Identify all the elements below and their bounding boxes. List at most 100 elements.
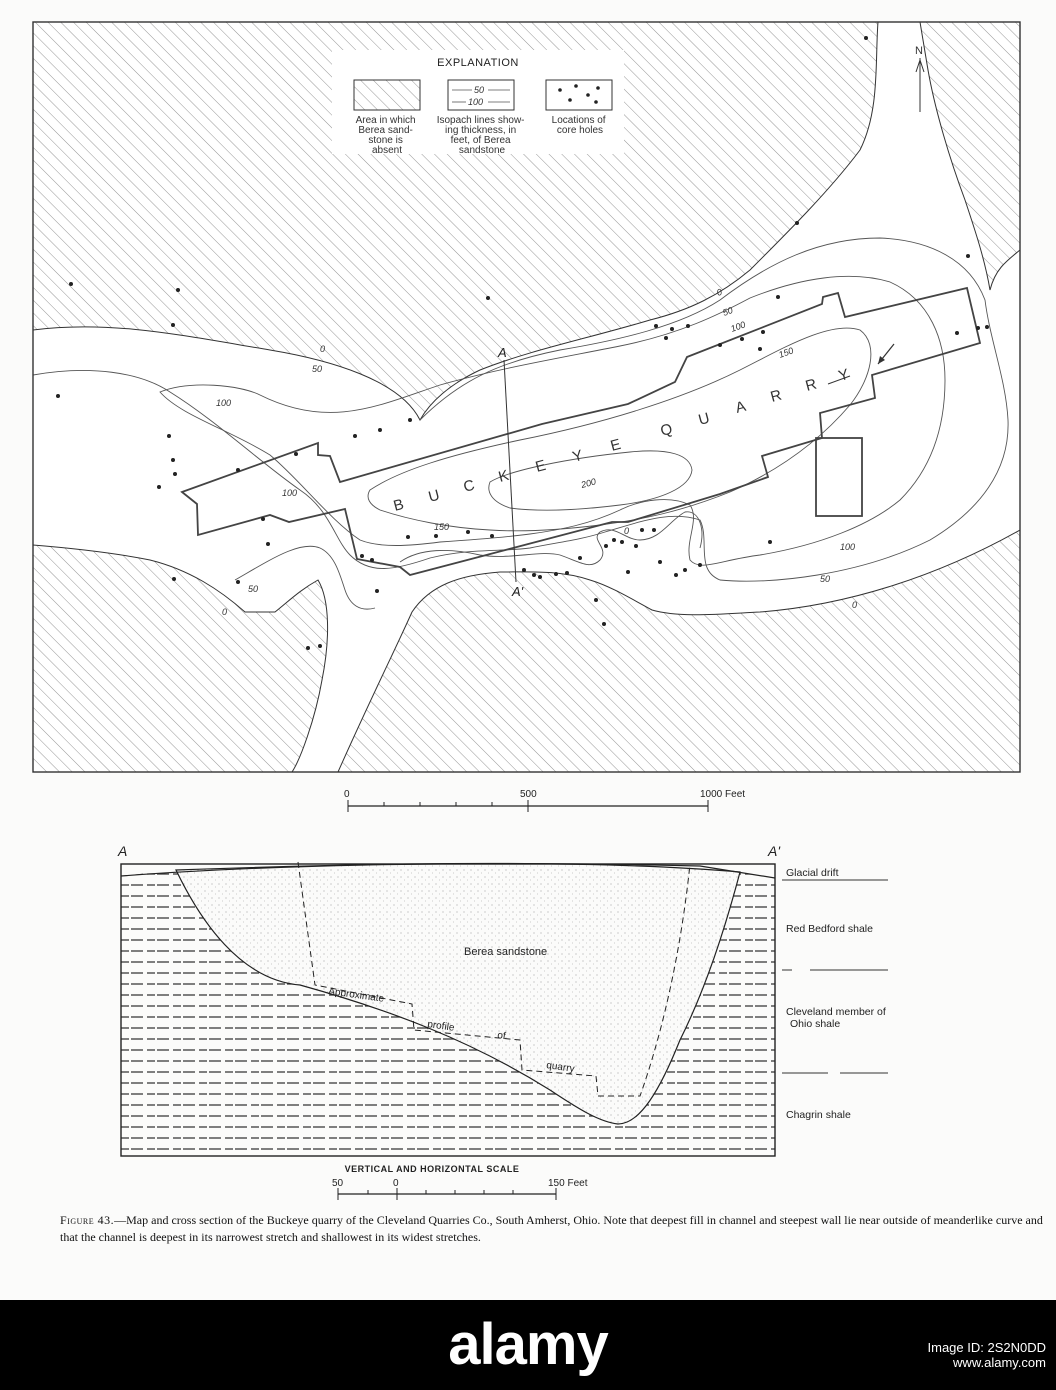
isopach-label: 150 bbox=[777, 345, 795, 360]
isopach-label: 0 bbox=[715, 287, 723, 298]
core-hole-dot bbox=[658, 560, 662, 564]
core-hole-dot bbox=[758, 347, 762, 351]
section-marker-a: A bbox=[497, 345, 507, 360]
quarry-letter: C bbox=[462, 476, 479, 496]
core-hole-dot bbox=[718, 343, 722, 347]
core-hole-dot bbox=[698, 563, 702, 567]
core-hole-dot bbox=[318, 644, 322, 648]
caption-figure-number: Figure 43. bbox=[60, 1213, 115, 1227]
watermark-banner bbox=[0, 1300, 1056, 1390]
section-scale-title: VERTICAL AND HORIZONTAL SCALE bbox=[345, 1164, 520, 1174]
legend-absent-line: stone is bbox=[368, 135, 402, 146]
watermark-site: www.alamy.com bbox=[953, 1355, 1046, 1370]
caption-text: —Map and cross section of the Buckeye qu… bbox=[60, 1213, 1043, 1244]
profile-word: quarry bbox=[546, 1060, 576, 1075]
core-hole-dot bbox=[626, 570, 630, 574]
section-scale-tick: 0 bbox=[393, 1178, 399, 1189]
section-end-label: A' bbox=[767, 843, 781, 859]
legend-core-line: Locations of bbox=[552, 115, 606, 126]
quarry-letter: U bbox=[697, 409, 714, 429]
core-hole-dot bbox=[486, 296, 490, 300]
isopach-value-labels: 0 50 100 150 200 0 50 100 150 0 50 100 0… bbox=[216, 287, 857, 617]
section-scale-tick: 50 bbox=[332, 1178, 344, 1189]
unit-label: Chagrin shale bbox=[786, 1109, 851, 1121]
quarry-letter: U bbox=[427, 486, 444, 506]
legend-core-text: Locations of core holes bbox=[552, 115, 609, 136]
isopach-lines bbox=[33, 237, 1009, 610]
core-hole-dot bbox=[976, 326, 980, 330]
figure-svg: 0 50 100 150 200 0 50 100 150 0 50 100 0… bbox=[32, 21, 1021, 1200]
core-hole-dot bbox=[360, 554, 364, 558]
core-hole-dot bbox=[378, 428, 382, 432]
core-hole-dot bbox=[171, 323, 175, 327]
core-hole-dot bbox=[306, 646, 310, 650]
watermark-brand: alamy bbox=[448, 1312, 608, 1377]
isopach-label: 100 bbox=[282, 488, 297, 498]
core-hole-dot bbox=[375, 589, 379, 593]
profile-word: of bbox=[497, 1030, 507, 1042]
flow-arrow-small bbox=[827, 375, 851, 385]
core-hole-dot bbox=[261, 517, 265, 521]
legend-isopach-text: Isopach lines show- ing thickness, in fe… bbox=[437, 115, 528, 156]
flow-arrowhead bbox=[878, 356, 885, 364]
quarry-letter: A bbox=[734, 397, 750, 417]
map-scale-tick: 500 bbox=[520, 789, 537, 800]
core-hole-dot bbox=[761, 330, 765, 334]
core-hole-dot bbox=[370, 558, 374, 562]
legend-isopach-50: 50 bbox=[474, 85, 484, 95]
core-hole-dot bbox=[578, 556, 582, 560]
map-scale-tick: 0 bbox=[344, 789, 350, 800]
core-hole-dot bbox=[173, 472, 177, 476]
core-hole-dot bbox=[670, 327, 674, 331]
core-hole-dot bbox=[985, 325, 989, 329]
legend-isopach-line: sandstone bbox=[459, 145, 506, 156]
quarry-letter: R bbox=[769, 386, 786, 406]
core-hole-dot bbox=[620, 540, 624, 544]
core-hole-dot bbox=[434, 534, 438, 538]
core-holes bbox=[56, 36, 989, 650]
quarry-name-letters: B U C K E Y E Q U A R R Y bbox=[392, 365, 853, 515]
core-hole-dot bbox=[740, 337, 744, 341]
legend-core-line: core holes bbox=[557, 125, 603, 136]
legend-absent-line: Berea sand- bbox=[358, 125, 412, 136]
legend-title: EXPLANATION bbox=[437, 57, 519, 69]
isopach-label: 0 bbox=[222, 607, 227, 617]
legend-isopach-line: ing thickness, in bbox=[445, 125, 516, 136]
isopach-label: 100 bbox=[840, 542, 855, 552]
core-hole-dot bbox=[955, 331, 959, 335]
legend-absent-line: absent bbox=[372, 145, 402, 156]
figure-plate: 0 50 100 150 200 0 50 100 150 0 50 100 0… bbox=[32, 21, 1043, 1244]
core-hole-dot bbox=[538, 575, 542, 579]
core-hole-dot bbox=[652, 528, 656, 532]
core-hole-dot bbox=[69, 282, 73, 286]
core-hole-dot bbox=[594, 598, 598, 602]
core-hole-dot bbox=[167, 434, 171, 438]
quarry-letter: Y bbox=[571, 446, 587, 466]
legend-isopach-line: Isopach lines show- bbox=[437, 115, 525, 126]
core-hole-dot bbox=[565, 571, 569, 575]
north-label: N bbox=[915, 45, 923, 57]
cross-section: A A' Berea sandstone Approximate profile… bbox=[117, 843, 888, 1200]
isopach-label: 0 bbox=[624, 526, 629, 536]
core-hole-dot bbox=[683, 568, 687, 572]
isopach-label: 0 bbox=[852, 600, 857, 610]
core-hole-dot bbox=[172, 577, 176, 581]
explanation-legend: EXPLANATION 50 100 Area in which Berea s… bbox=[332, 50, 624, 156]
isopach-label: 150 bbox=[434, 522, 449, 532]
berea-label: Berea sandstone bbox=[464, 946, 547, 958]
isopach-label: 50 bbox=[721, 305, 734, 318]
isopach-label: 100 bbox=[216, 398, 231, 408]
watermark-id: Image ID: 2S2N0DD bbox=[927, 1340, 1047, 1355]
unit-label: Ohio shale bbox=[790, 1018, 840, 1030]
core-hole-dot bbox=[686, 324, 690, 328]
quarry-letter: R bbox=[804, 375, 821, 395]
core-hole-dot bbox=[532, 573, 536, 577]
core-hole-dot bbox=[176, 288, 180, 292]
berea-absent-ne bbox=[919, 22, 1020, 291]
core-hole-dot bbox=[406, 535, 410, 539]
berea-absent-north bbox=[33, 22, 879, 422]
core-hole-dot bbox=[294, 452, 298, 456]
quarry-letter: Q bbox=[659, 420, 677, 440]
core-hole-dot bbox=[56, 394, 60, 398]
section-scale-tick: 150 Feet bbox=[548, 1178, 588, 1189]
